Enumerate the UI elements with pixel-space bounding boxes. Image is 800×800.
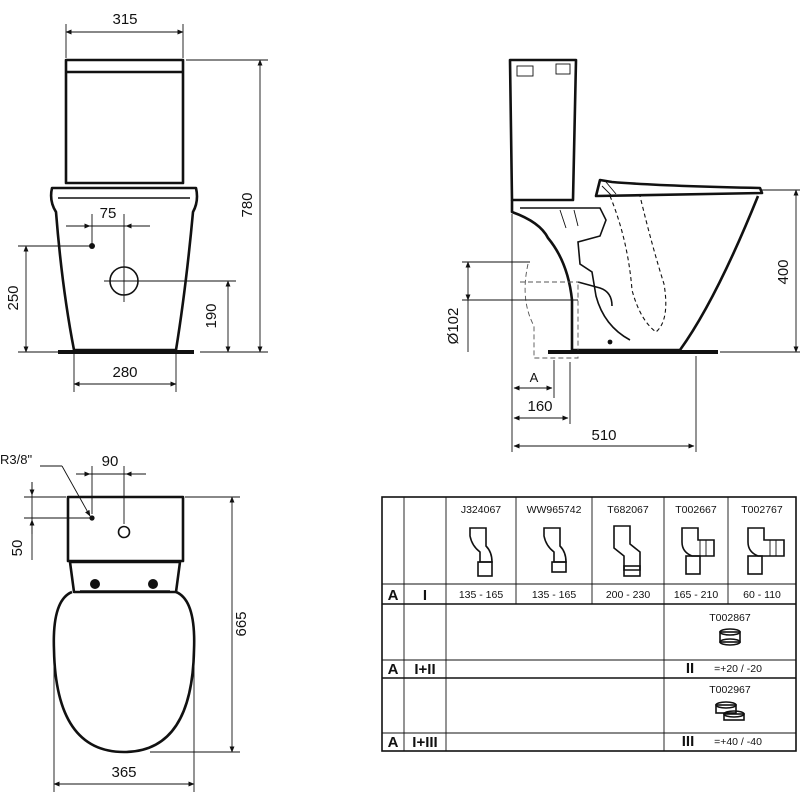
row3-ext-label: III: [682, 733, 695, 750]
row1-variant: I: [423, 587, 427, 604]
thread-label: R3/8": [0, 452, 32, 467]
dim-75: 75: [100, 205, 117, 222]
side-fixing: [607, 339, 613, 345]
top-inlet-point: [89, 515, 95, 521]
hinge-left: [90, 579, 100, 589]
dim-160: 160: [527, 398, 552, 415]
side-view: 400 Ø102 A 160 510: [445, 58, 800, 452]
row1-range-2: 135 - 165: [532, 589, 577, 601]
dim-190: 190: [203, 303, 220, 328]
side-seat: [594, 178, 764, 198]
top-seat: [52, 590, 196, 754]
row2-ext-label: II: [686, 660, 694, 677]
front-base: [58, 350, 194, 354]
dim-90: 90: [102, 453, 119, 470]
dim-365: 365: [111, 764, 136, 781]
connector-icon-5: [747, 527, 785, 575]
row3-ext-code: T002967: [709, 684, 751, 696]
code-2: WW965742: [527, 504, 582, 516]
code-3: T682067: [607, 504, 649, 516]
code-1: J324067: [461, 504, 501, 516]
extension-icon-3: [715, 701, 745, 721]
code-4: T002667: [675, 504, 717, 516]
connector-icon-1: [469, 527, 493, 577]
top-view: R3/8" 90 50 665 365: [0, 452, 250, 792]
dim-250: 250: [5, 285, 22, 310]
side-base: [548, 350, 718, 354]
dim-400: 400: [775, 259, 792, 284]
connector-icon-4: [681, 527, 715, 575]
extension-icon-2: [719, 628, 741, 646]
hinge-right: [148, 579, 158, 589]
dim-280: 280: [112, 364, 137, 381]
dim-50: 50: [9, 540, 26, 557]
row2-a: A: [388, 661, 399, 678]
row3-variant: I+III: [412, 734, 437, 751]
row1-range-3: 200 - 230: [606, 589, 651, 601]
connector-icon-2: [543, 527, 567, 573]
dim-780: 780: [239, 192, 256, 217]
label-a: A: [530, 370, 539, 385]
row1-range-4: 165 - 210: [674, 589, 719, 601]
side-pan: [510, 195, 760, 352]
adaptor-table: J324067 WW965742 T682067 T002667 T002767: [381, 496, 797, 752]
row1-a: A: [388, 587, 399, 604]
top-outlet-hole: [117, 525, 131, 539]
inlet-point: [89, 243, 95, 249]
row2-variant: I+II: [414, 661, 435, 678]
side-cistern: [508, 58, 578, 202]
row3-a: A: [388, 734, 399, 751]
code-5: T002767: [741, 504, 783, 516]
front-view: 315 780 75 250 190 280: [5, 11, 268, 392]
dim-315: 315: [112, 11, 137, 28]
row1-range-1: 135 - 165: [459, 589, 504, 601]
dim-d102: Ø102: [445, 308, 462, 345]
connector-icon-3: [613, 525, 641, 577]
row2-ext-code: T002867: [709, 612, 751, 624]
row2-ext-value: =+20 / -20: [714, 663, 762, 675]
row3-ext-value: =+40 / -40: [714, 736, 762, 748]
front-cistern: [64, 58, 185, 185]
dim-510: 510: [591, 427, 616, 444]
row1-range-5: 60 - 110: [743, 589, 781, 601]
dim-665: 665: [233, 611, 250, 636]
